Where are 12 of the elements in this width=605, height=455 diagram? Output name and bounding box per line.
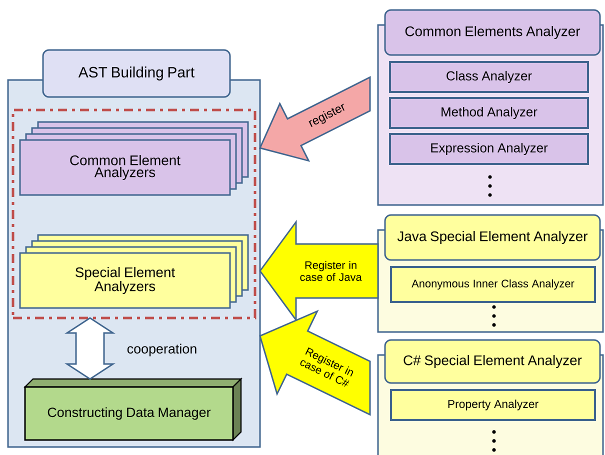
- analyzer-box: Method Analyzer: [389, 96, 589, 129]
- node-label: AST Building Part: [78, 66, 195, 80]
- edge-label: Register in case of Java: [300, 261, 362, 281]
- stacked-boxes: Common Element Analyzers: [19, 121, 249, 196]
- stacked-boxes: Special Element Analyzers: [19, 234, 249, 309]
- analyzer-box: Expression Analyzer: [389, 132, 589, 165]
- analyzer-box: Property Analyzer: [390, 388, 596, 421]
- dashed-frame: [12, 108, 256, 320]
- edge-label: cooperation: [127, 344, 196, 356]
- analyzer-box: Anonymous Inner Class Analyzer: [390, 266, 596, 303]
- block-arrow: [64, 317, 116, 380]
- analyzer-box: Class Analyzer: [389, 61, 589, 93]
